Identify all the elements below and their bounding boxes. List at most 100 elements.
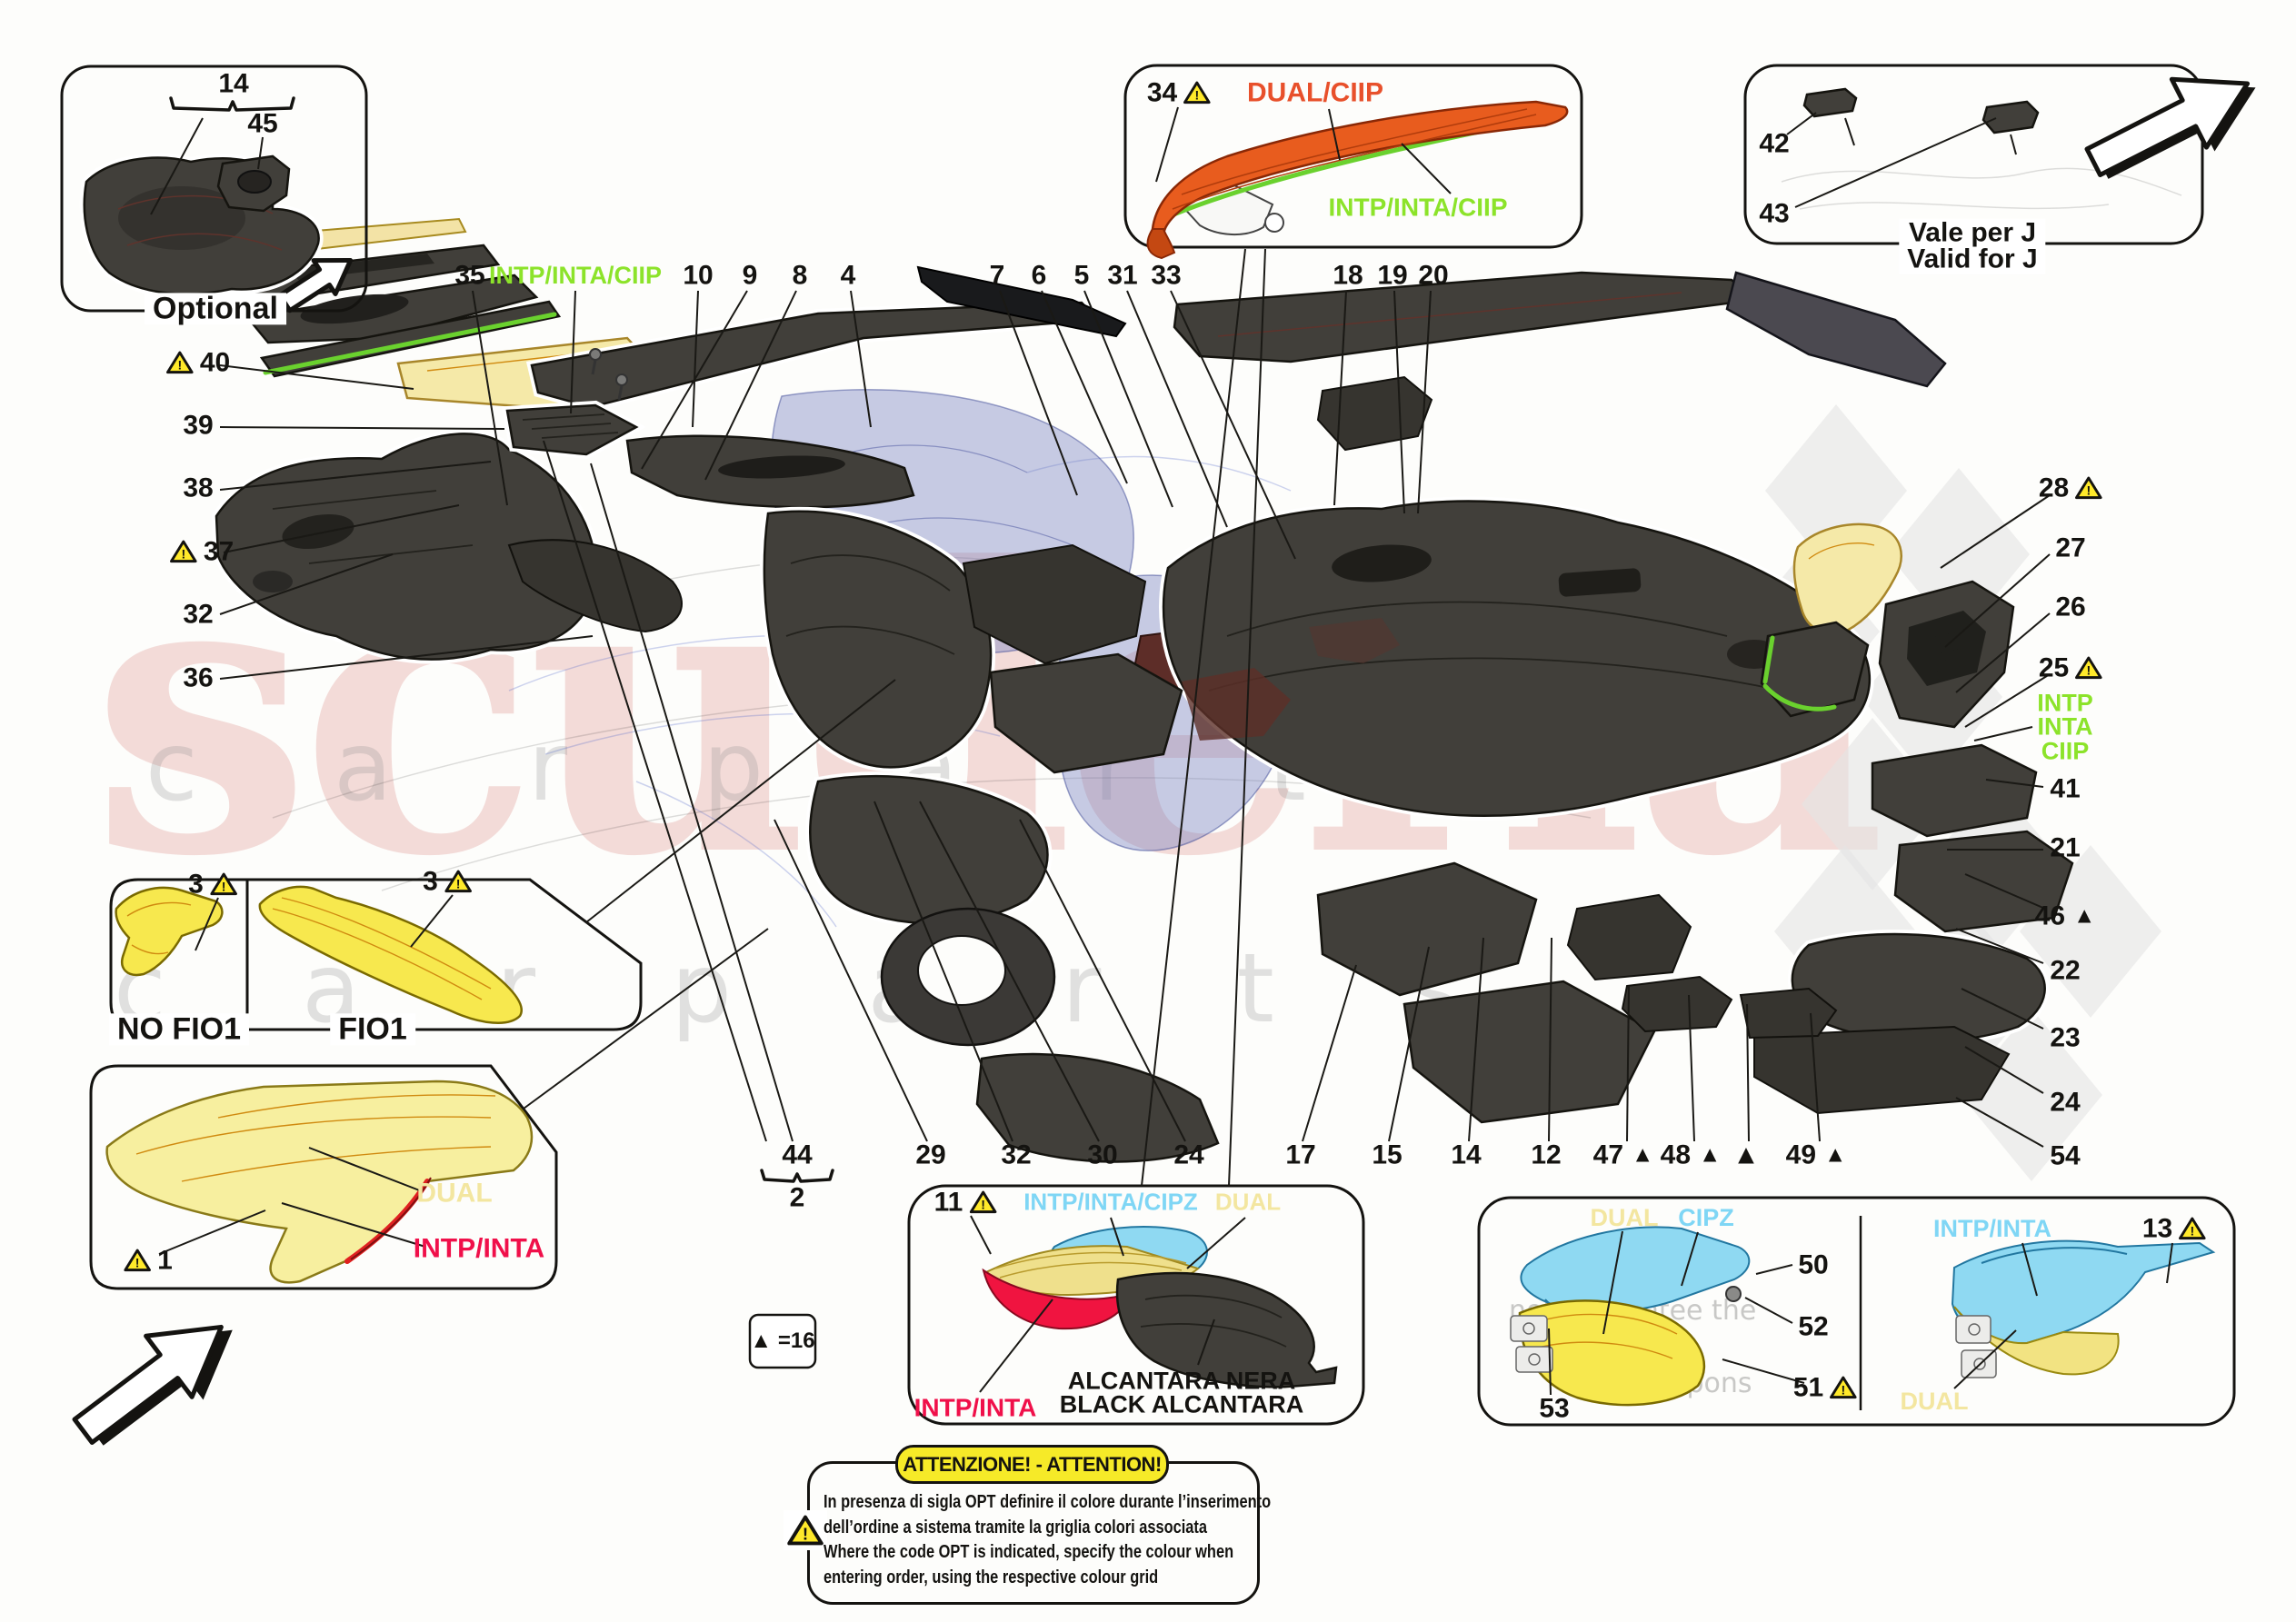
- part-51-yellow: [1518, 1299, 1706, 1407]
- leader-line: [1126, 290, 1228, 528]
- callout-fio1: FIO1: [330, 1013, 415, 1046]
- leader-line: [1964, 1046, 2044, 1094]
- leader-line: [1083, 290, 1173, 508]
- leader-line: [2021, 1242, 2038, 1297]
- leader-line: [219, 635, 594, 680]
- leader-line: [704, 290, 797, 481]
- callout-16: ▲ =16: [750, 1328, 815, 1354]
- callout-34: 34!: [1147, 79, 1211, 106]
- callout-17: 17: [1285, 1139, 1316, 1170]
- callout-9: 9: [742, 260, 758, 291]
- part-24-side: [989, 652, 1183, 774]
- leader-line: [1786, 112, 1817, 135]
- part-alcantara: [1115, 1271, 1338, 1388]
- direction-arrow-icon: [2084, 76, 2251, 178]
- callout-dual: DUAL: [1214, 1188, 1282, 1216]
- leader-line: [1417, 290, 1432, 514]
- callout-42: 42: [1759, 128, 1790, 159]
- leader-line: [1722, 1358, 1805, 1384]
- leader-line: [1041, 290, 1128, 484]
- leader-line: [219, 426, 505, 430]
- callout-intp-inta-ciip: INTP/INTA/CIIP: [1328, 193, 1508, 222]
- callout-2: 2: [789, 1182, 805, 1213]
- part-20-panel: [1725, 271, 1947, 388]
- leader-line: [1744, 1297, 1793, 1324]
- leader-line: [850, 290, 872, 428]
- leader-line: [1955, 612, 2051, 693]
- callout-48: 48▲: [1660, 1139, 1722, 1170]
- leader-line: [1186, 1217, 1246, 1269]
- callout-20: 20: [1418, 260, 1449, 291]
- valid-for-j-box: [1743, 64, 2256, 245]
- leader-line: [1170, 290, 1296, 560]
- leader-line: [1940, 494, 2051, 569]
- leader-line: [1401, 143, 1452, 194]
- part-3-no-fio1: [115, 886, 224, 977]
- callout-24: 24: [2050, 1087, 2081, 1118]
- part-8-wedge: [916, 265, 1127, 338]
- callout-29: 29: [915, 1139, 946, 1170]
- callout-intp-inta: INTP/INTA: [1933, 1214, 2051, 1242]
- callout-32: 32: [1001, 1139, 1032, 1170]
- callout-8: 8: [792, 260, 808, 291]
- leader-line: [410, 894, 454, 948]
- callout-43: 43: [1759, 198, 1790, 229]
- leader-line: [1388, 946, 1430, 1142]
- leader-line: [999, 290, 1078, 496]
- warning-icon: !: [1830, 1376, 1857, 1399]
- leader-line: [979, 1299, 1053, 1393]
- attention-warning: !: [784, 1510, 827, 1550]
- callout-13: 13!: [2142, 1215, 2206, 1242]
- leader-line: [1944, 553, 2051, 648]
- callout-intp-inta-ciip: INTP/INTA/CIIP: [488, 261, 663, 289]
- callout-23: 23: [2050, 1022, 2081, 1053]
- leader-line: [195, 897, 219, 951]
- callout-11: 11!: [934, 1189, 997, 1216]
- leader-line: [472, 290, 508, 506]
- callout-1: !1: [124, 1247, 173, 1274]
- callout-intp-inta: INTP/INTA: [913, 1393, 1037, 1422]
- callout-14: 14: [218, 68, 249, 99]
- attention-title: ATTENZIONE! - ATTENTION!: [895, 1445, 1169, 1484]
- dual-ciip-box: [1123, 64, 1583, 260]
- svg-text:!: !: [803, 1526, 808, 1545]
- leader-line: [1393, 290, 1405, 514]
- part-42-clip: [1802, 87, 1858, 118]
- leader-line: [1964, 673, 2051, 728]
- attention-line-1: In presenza di sigla OPT definire il col…: [824, 1492, 1272, 1512]
- leader-line: [1953, 1329, 2017, 1389]
- part-column-shroud: [975, 1052, 1220, 1163]
- attention-line-3: Where the code OPT is indicated, specify…: [824, 1542, 1234, 1562]
- warning-icon: !: [2179, 1217, 2206, 1240]
- part-54: [1753, 1025, 2011, 1115]
- svg-text:!: !: [135, 1257, 140, 1271]
- attention-line-4: entering order, using the respective col…: [824, 1567, 1159, 1587]
- attention-line-2: dell’ordine a sistema tramite la griglia…: [824, 1517, 1208, 1537]
- callout-32: 32: [183, 599, 214, 630]
- part-main-dash: [1162, 500, 1872, 817]
- callout-12: 12: [1531, 1139, 1562, 1170]
- svg-text:!: !: [1842, 1384, 1846, 1398]
- attention-text: In presenza di sigla OPT definire il col…: [824, 1490, 1271, 1590]
- part-3-fio1: [258, 885, 523, 1024]
- callout-47: 47▲: [1592, 1139, 1654, 1170]
- leader-line: [1973, 726, 2033, 741]
- svg-text:!: !: [981, 1199, 985, 1213]
- leader-line: [1333, 290, 1347, 506]
- part-52-bolt: [1725, 1286, 1742, 1302]
- callout-49: 49▲: [1785, 1139, 1847, 1170]
- callout-45: 45: [247, 108, 278, 139]
- leader-line: [219, 461, 492, 491]
- callout-22: 22: [2050, 955, 2081, 986]
- leader-line: [919, 801, 1100, 1142]
- svg-text:!: !: [221, 881, 225, 895]
- leader-line: [590, 463, 794, 1142]
- svg-text:!: !: [2087, 664, 2091, 679]
- leader-line: [1019, 819, 1186, 1142]
- leader-line: [1810, 1012, 1821, 1142]
- callout-18: 18: [1333, 260, 1363, 291]
- leader-line: [1794, 117, 1997, 208]
- part-30-tunnel: [763, 510, 993, 769]
